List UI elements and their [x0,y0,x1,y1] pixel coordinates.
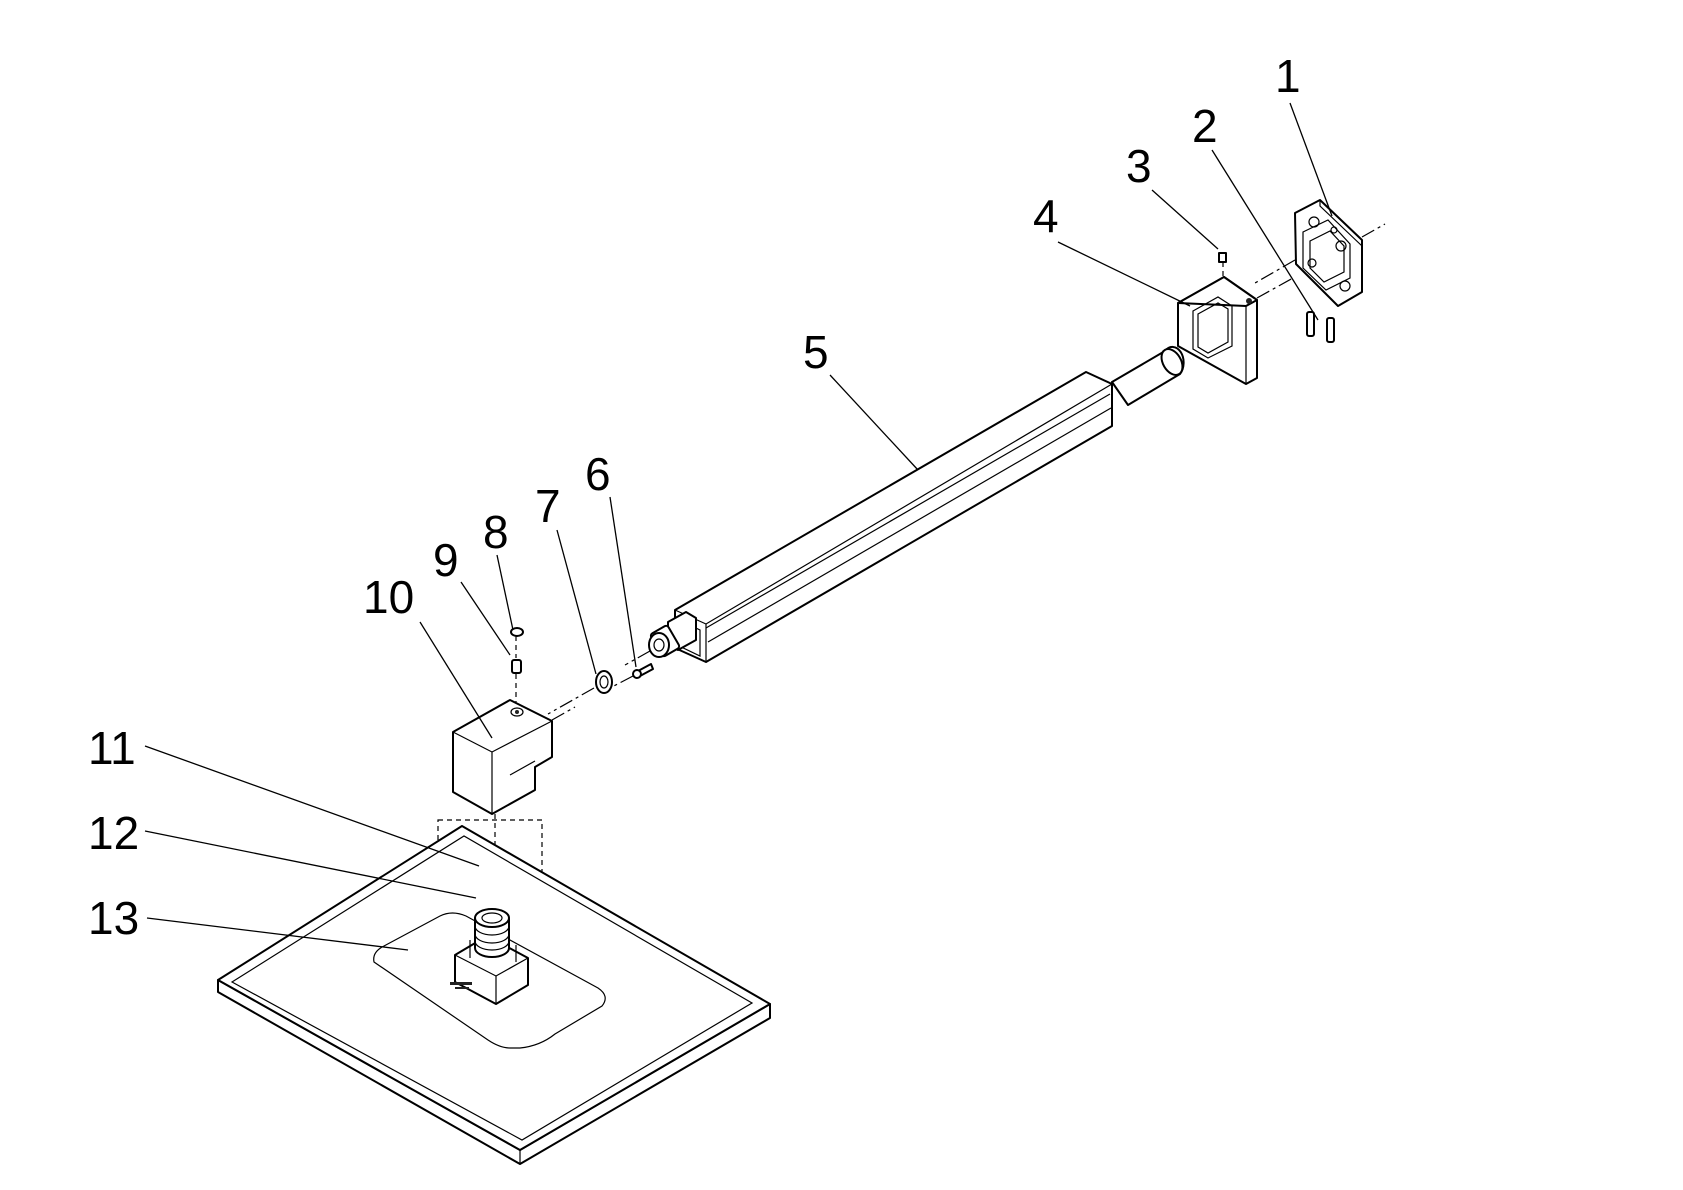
part-8-cap [510,627,524,637]
callout-8: 8 [483,506,509,558]
callout-labels: 1 2 3 4 5 6 7 8 9 10 11 12 13 [88,50,1301,944]
callout-10: 10 [363,571,414,623]
part-9-set-screw [511,636,522,702]
part-7-o-ring [547,670,613,715]
callout-7: 7 [535,480,561,532]
callout-3: 3 [1126,140,1152,192]
part-4-square-escutcheon [1177,276,1294,385]
callout-12: 12 [88,807,139,859]
part-5-square-shower-arm [624,346,1185,666]
callout-2: 2 [1192,100,1218,152]
part-13-square-rain-shower-head [217,825,771,1165]
part-2-fixing-pins [1306,311,1335,343]
part-3-grub-screw [1218,252,1227,280]
part-10-elbow-connector-block [452,699,576,870]
leader-lines [144,102,1333,951]
callout-13: 13 [88,892,139,944]
callout-1: 1 [1275,50,1301,102]
callout-4: 4 [1033,190,1059,242]
callout-9: 9 [433,534,459,586]
part-6-connector-screw [609,663,654,689]
callout-6: 6 [585,448,611,500]
callout-11: 11 [88,722,136,774]
callout-5: 5 [803,326,829,378]
part-1-wall-mounting-plate [1254,199,1386,307]
